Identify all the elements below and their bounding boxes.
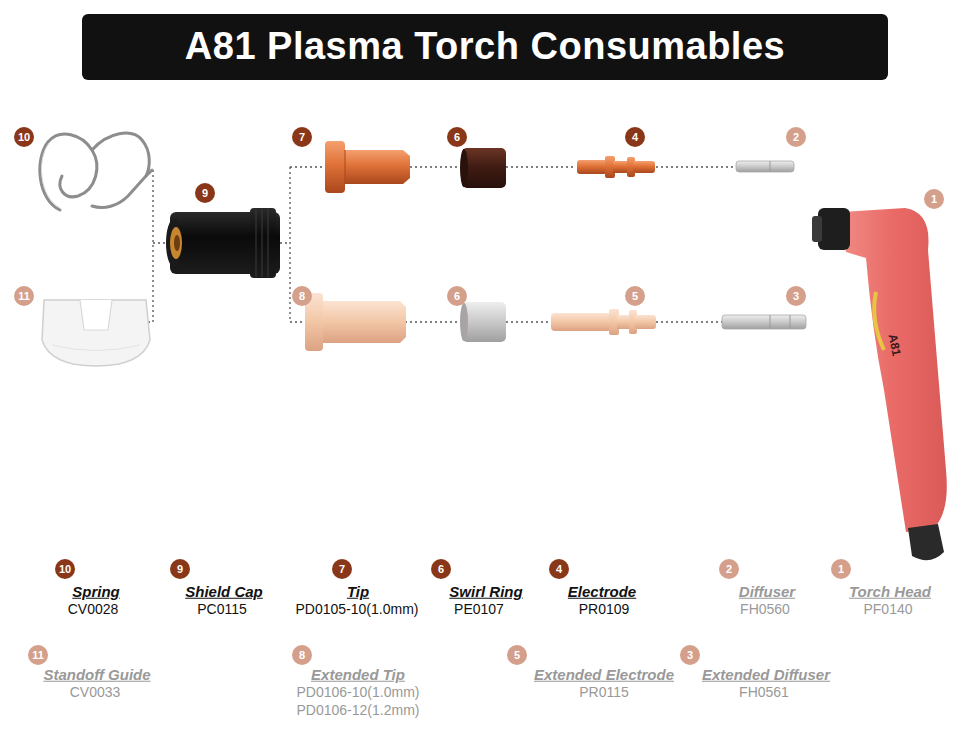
callout-number: 10 bbox=[55, 559, 75, 579]
callout-number-grey: 3 bbox=[786, 286, 806, 306]
callout-number: 7 bbox=[292, 127, 312, 147]
part-code-grey: PD0106-12(1.2mm) bbox=[297, 703, 420, 718]
callout-number-grey: 5 bbox=[625, 286, 645, 306]
callout-number: 9 bbox=[170, 559, 190, 579]
callout-number-grey: 8 bbox=[292, 286, 312, 306]
part-code: PE0107 bbox=[454, 602, 504, 617]
part-name: Swirl Ring bbox=[449, 584, 522, 601]
callout-number-grey: 2 bbox=[786, 127, 806, 147]
callout-number-grey: 6 bbox=[447, 286, 467, 306]
standoff-guide-drawing bbox=[42, 300, 150, 366]
callout-number-grey: 5 bbox=[507, 645, 527, 665]
part-code-grey: CV0033 bbox=[70, 685, 121, 700]
callout-number-grey: 11 bbox=[28, 645, 48, 665]
title: A81 Plasma Torch Consumables bbox=[185, 26, 785, 68]
swirl-ring-grey-drawing bbox=[460, 302, 506, 342]
title-bar bbox=[82, 14, 888, 80]
part-name: Electrode bbox=[568, 584, 636, 601]
part-code: PD0105-10(1.0mm) bbox=[296, 602, 419, 617]
part-code: CV0028 bbox=[68, 602, 119, 617]
part-code-grey: PR0115 bbox=[579, 685, 629, 700]
part-name: Shield Cap bbox=[185, 584, 263, 601]
callout-number-grey: 8 bbox=[292, 645, 312, 665]
electrode-drawing bbox=[577, 156, 655, 178]
dotted-links bbox=[148, 167, 735, 322]
callout-number-grey: 1 bbox=[924, 189, 944, 209]
part-name: Spring bbox=[72, 584, 120, 601]
part-name-grey: Standoff Guide bbox=[43, 667, 150, 684]
callout-number-grey: 11 bbox=[14, 286, 34, 306]
part-name-grey: Extended Electrode bbox=[534, 667, 674, 684]
callout-number-grey: 2 bbox=[719, 559, 739, 579]
diffuser-drawing bbox=[736, 161, 794, 172]
part-name-grey: Diffuser bbox=[739, 584, 795, 601]
callout-number: 6 bbox=[431, 559, 451, 579]
callout-number: 9 bbox=[195, 183, 215, 203]
tip-drawing bbox=[325, 141, 410, 193]
part-name-grey: Torch Head bbox=[849, 584, 931, 601]
part-name-grey: Extended Tip bbox=[311, 667, 405, 684]
part-code-grey: FH0561 bbox=[739, 685, 789, 700]
part-code-grey: PD0106-10(1.0mm) bbox=[297, 685, 420, 700]
callout-number: 10 bbox=[14, 127, 34, 147]
part-code-grey: FH0560 bbox=[740, 602, 790, 617]
shield-cap-drawing bbox=[166, 208, 280, 278]
callout-number-grey: 3 bbox=[680, 645, 700, 665]
callout-number: 4 bbox=[625, 127, 645, 147]
callout-number: 6 bbox=[447, 127, 467, 147]
extended-diffuser-drawing bbox=[722, 315, 806, 329]
extended-electrode-drawing bbox=[551, 309, 656, 335]
callout-number: 4 bbox=[549, 559, 569, 579]
extended-tip-drawing bbox=[305, 293, 406, 351]
swirl-ring-drawing bbox=[460, 148, 506, 188]
part-name: Tip bbox=[347, 584, 369, 601]
part-code-grey: PF0140 bbox=[863, 602, 912, 617]
part-code: PC0115 bbox=[197, 602, 247, 617]
callout-number-grey: 1 bbox=[831, 559, 851, 579]
part-code: PR0109 bbox=[579, 602, 630, 617]
callout-number: 7 bbox=[332, 559, 352, 579]
part-name-grey: Extended Diffuser bbox=[702, 667, 830, 684]
torch-drawing bbox=[812, 208, 947, 560]
spring-shine bbox=[41, 143, 60, 208]
spring-drawing bbox=[40, 133, 152, 210]
